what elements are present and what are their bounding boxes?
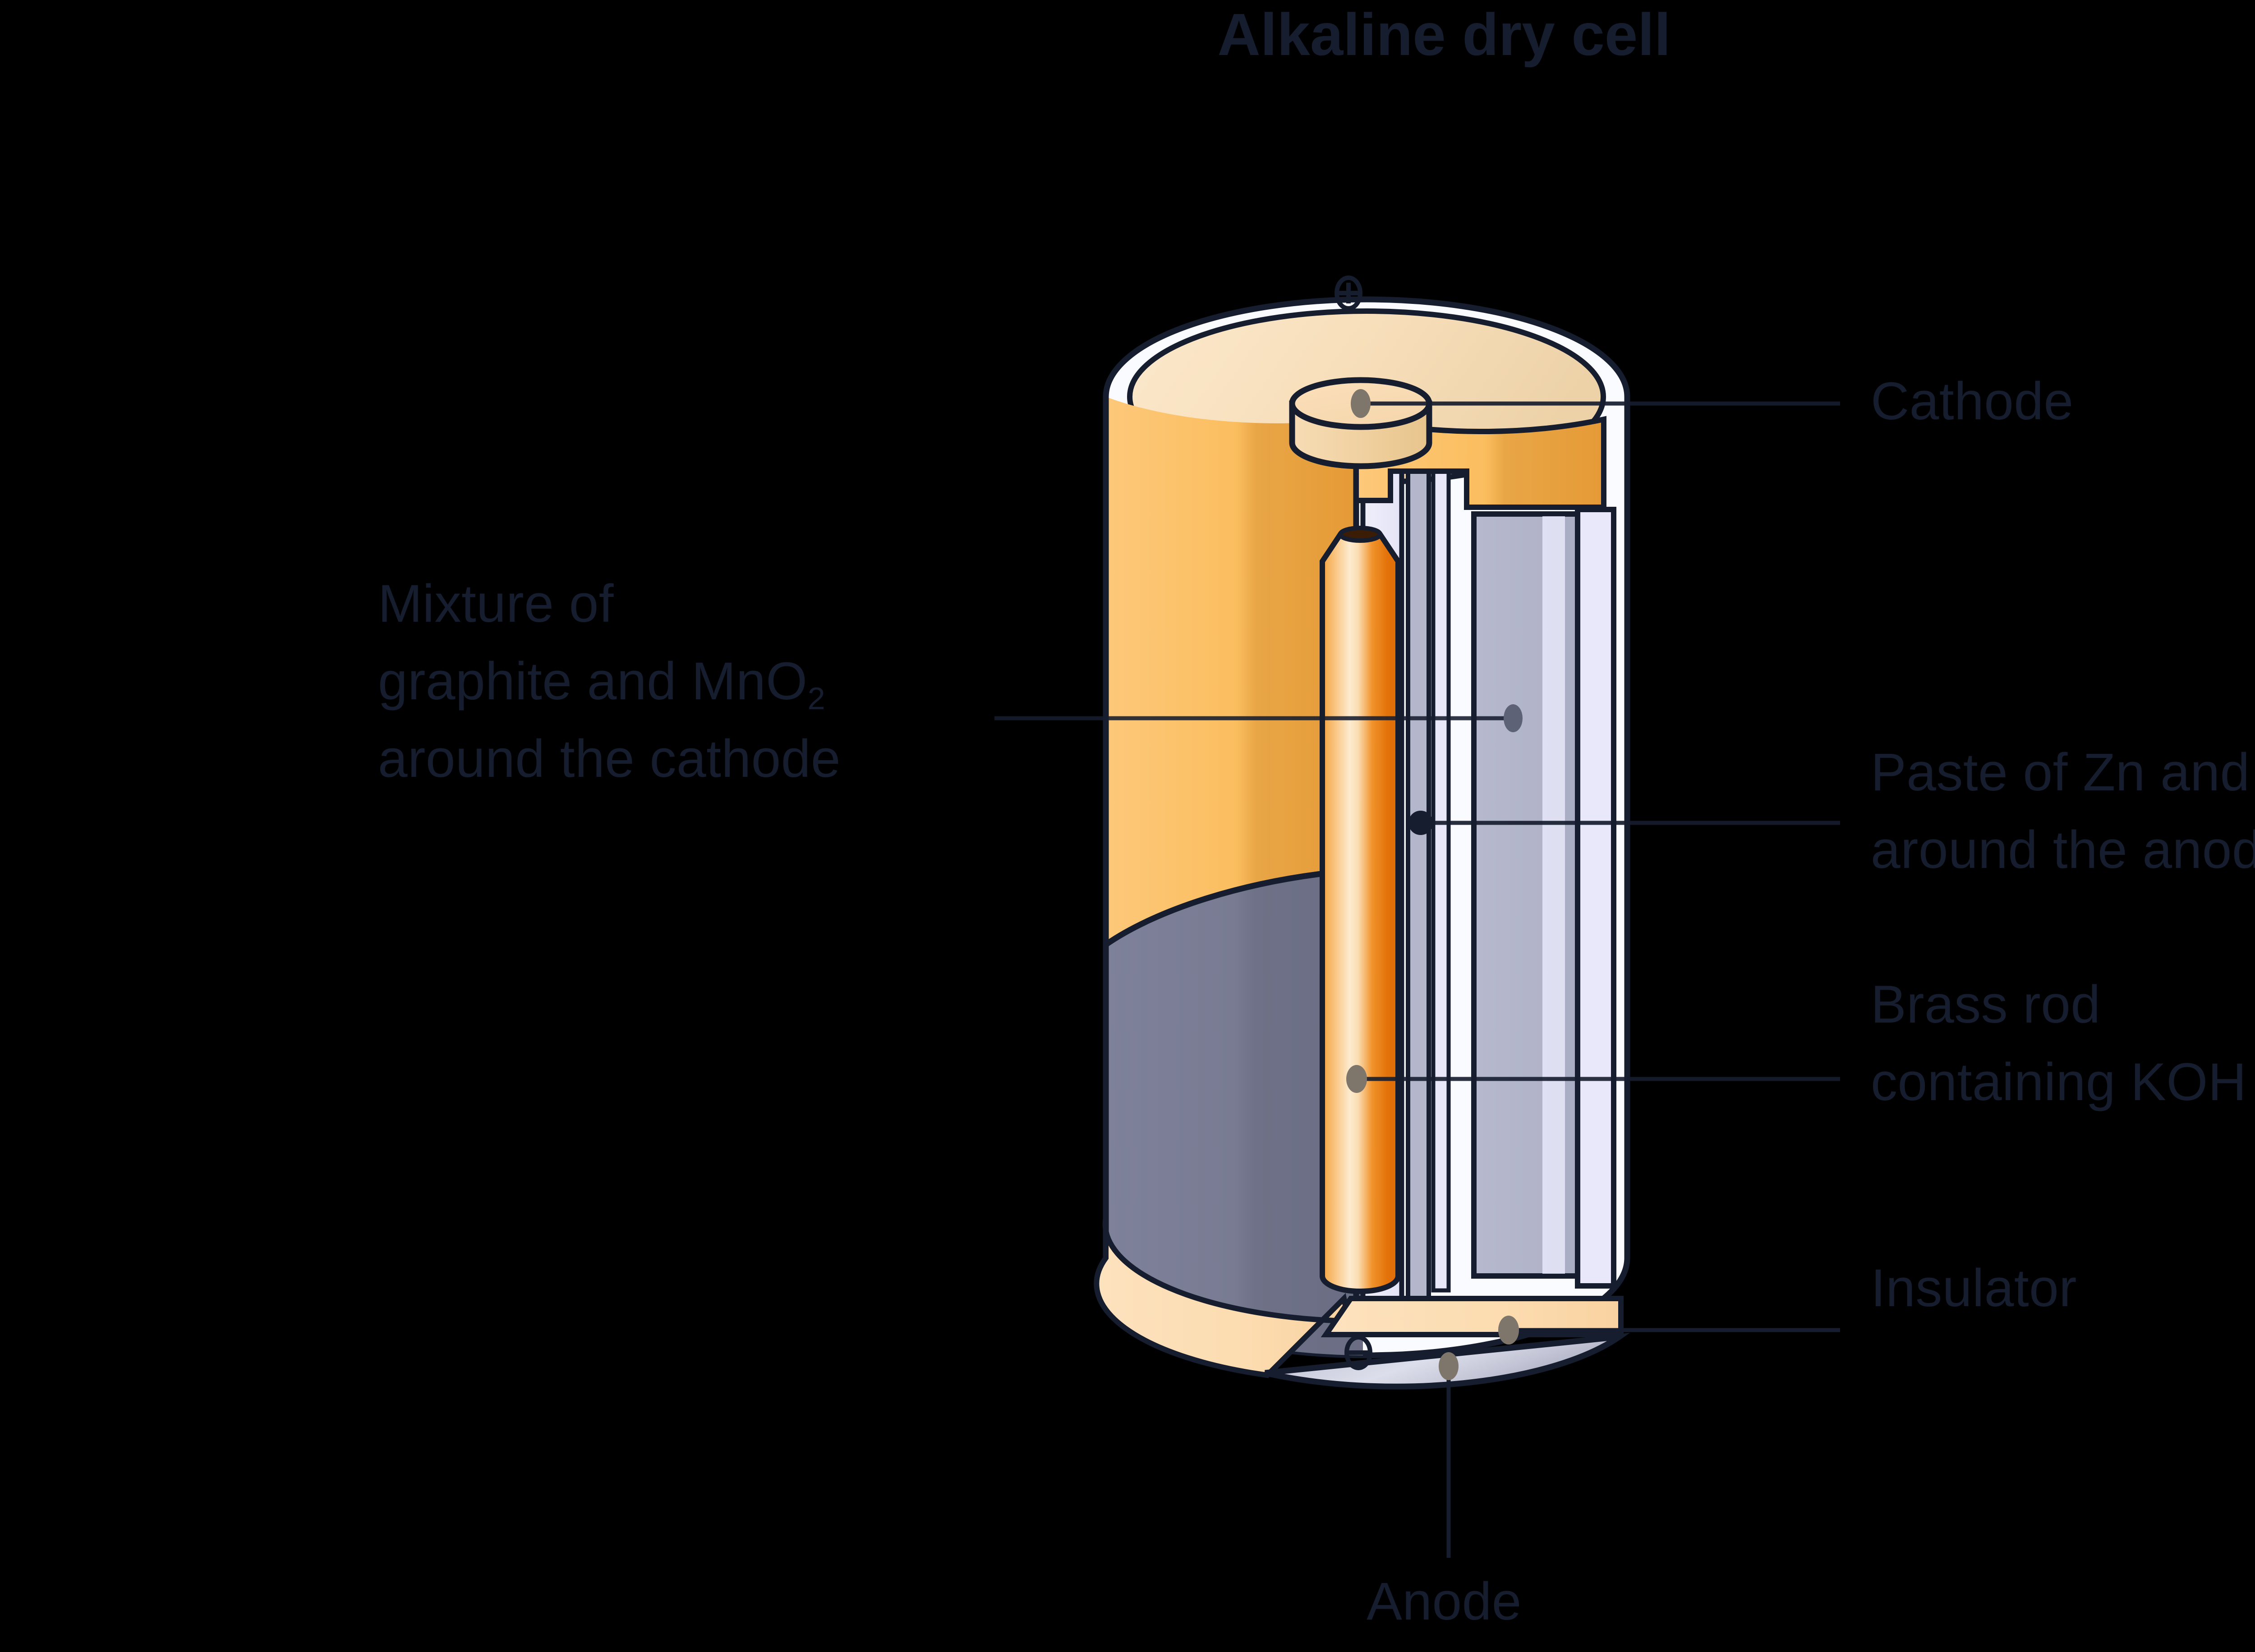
label-paste-line1: Paste of Zn and KOH — [1871, 743, 2250, 802]
page-title: Alkaline dry cell — [1217, 1, 1671, 68]
brass-rod — [1320, 526, 1401, 1294]
zn-outer-left — [1106, 870, 1363, 1355]
label-mixture-line3: around the cathode — [378, 729, 841, 789]
separator-right-inner — [1542, 516, 1565, 1274]
label-mixture-subscript: 2 — [807, 681, 826, 716]
wall-notch — [1406, 1217, 1429, 1301]
label-paste: Paste of Zn and KOH around the anode — [1871, 734, 2255, 889]
brass-rod-top — [1338, 526, 1382, 543]
inner-wall-left-secondary — [1406, 431, 1431, 1301]
label-brass-line1: Brass rod — [1871, 975, 2101, 1034]
label-paste-line2: around the anode — [1871, 820, 2255, 880]
separator-left — [1431, 442, 1451, 1293]
leader-dot-brass — [1346, 1065, 1367, 1093]
battery-body — [1094, 296, 1630, 1390]
label-brass-line2: containing KOH — [1871, 1052, 2247, 1112]
label-insulator: Insulator — [1871, 1258, 2077, 1318]
label-anode: Anode — [1367, 1572, 1522, 1631]
negative-terminal-symbol — [1344, 1335, 1372, 1370]
inner-wall-right — [1575, 507, 1616, 1289]
label-mixture-line1: Mixture of — [378, 574, 614, 633]
label-brass-rod: Brass rod containing KOH — [1871, 966, 2246, 1121]
leader-dot-insulator — [1498, 1316, 1519, 1345]
label-mixture-line2: graphite and MnO2 — [378, 652, 825, 714]
insulator-left-arc — [1094, 1216, 1352, 1378]
leader-dot-anode — [1439, 1352, 1459, 1380]
positive-terminal-symbol — [1335, 275, 1362, 311]
mno2-zn-boundary — [1104, 867, 1357, 947]
label-mixture-line2-text: graphite and MnO — [378, 652, 808, 711]
leader-dot-cathode — [1351, 389, 1371, 418]
leader-dot-mixture — [1504, 704, 1523, 732]
mno2-outer-left — [1106, 397, 1356, 945]
label-cathode: Cathode — [1871, 372, 2074, 431]
leader-lines — [994, 389, 1840, 1558]
brass-rod-body — [1320, 532, 1401, 1294]
leader-dot-paste — [1408, 811, 1433, 835]
label-mixture: Mixture of graphite and MnO2 around the ca… — [378, 565, 841, 798]
